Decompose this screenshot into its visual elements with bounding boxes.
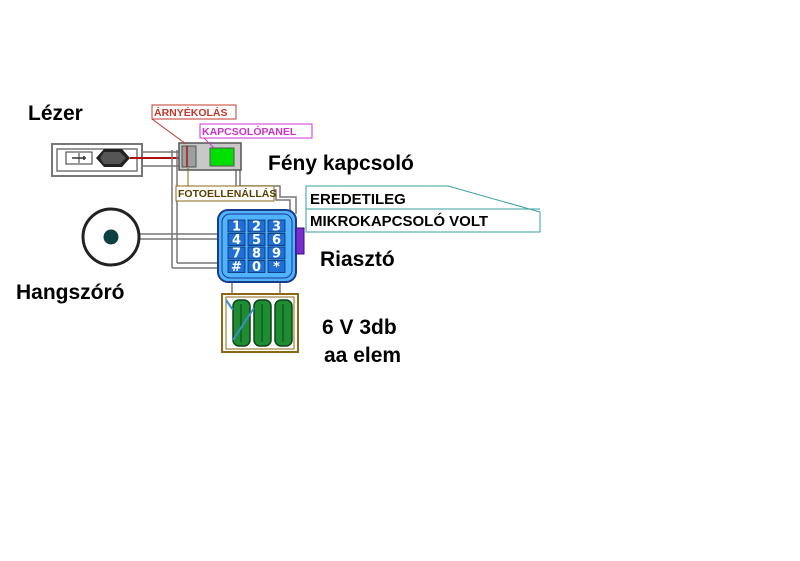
battery-pack xyxy=(221,293,299,353)
laser-module xyxy=(65,149,130,167)
keypad-key-bg xyxy=(227,260,246,273)
photoresistor-tag: FOTOELLENÁLLÁS xyxy=(175,168,276,202)
battery-label-line2: aa elem xyxy=(324,344,401,367)
keypad-key: 6 xyxy=(272,233,281,248)
switch-panel xyxy=(178,142,242,171)
keypad-key: 4 xyxy=(232,233,241,248)
keypad-key: 9 xyxy=(272,247,281,262)
keypad-key-bg xyxy=(267,260,286,273)
shielding-label: ÁRNYÉKOLÁS xyxy=(154,106,228,119)
keypad-key-bg xyxy=(227,219,246,233)
battery-label-line1: 6 V 3db xyxy=(322,316,397,339)
keypad-key-bg xyxy=(267,233,286,246)
keypad-key: 2 xyxy=(252,220,261,235)
alarm-label: Riasztó xyxy=(320,248,395,271)
keypad-key: # xyxy=(231,260,242,275)
light-switch-label: Fény kapcsoló xyxy=(268,152,414,175)
keypad-key: * xyxy=(273,260,280,275)
switch-panel-label: KAPCSOLÓPANEL xyxy=(202,125,297,138)
speaker-label: Hangszóró xyxy=(16,281,125,304)
keypad-key-bg xyxy=(227,246,246,260)
keypad-key: 0 xyxy=(252,260,261,275)
keypad-key: 1 xyxy=(232,220,241,235)
light-switch-button xyxy=(209,147,235,167)
photoresistor-label: FOTOELLENÁLLÁS xyxy=(178,187,276,200)
note-tag: EREDETILEG MIKROKAPCSOLÓ VOLT xyxy=(305,185,541,233)
switch-panel-tag: KAPCSOLÓPANEL xyxy=(199,123,313,149)
keypad-key: 3 xyxy=(272,220,281,235)
keypad-key: 7 xyxy=(232,247,241,262)
keypad-key: 8 xyxy=(252,247,261,262)
keypad-key-bg xyxy=(267,246,286,260)
keypad-key-bg xyxy=(227,233,246,246)
keypad-key-bg xyxy=(247,233,266,246)
keypad-key-bg xyxy=(247,219,266,233)
keypad-key: 5 xyxy=(252,233,261,248)
laser-label: Lézer xyxy=(28,102,83,125)
speaker xyxy=(81,207,141,267)
shielding-tag: ÁRNYÉKOLÁS xyxy=(151,104,237,145)
keypad-key-bg xyxy=(267,219,286,233)
note-line1: EREDETILEG xyxy=(310,191,406,208)
note-line2: MIKROKAPCSOLÓ VOLT xyxy=(310,212,488,230)
keypad-key-bg xyxy=(247,260,266,273)
keypad-key-bg xyxy=(247,246,266,260)
